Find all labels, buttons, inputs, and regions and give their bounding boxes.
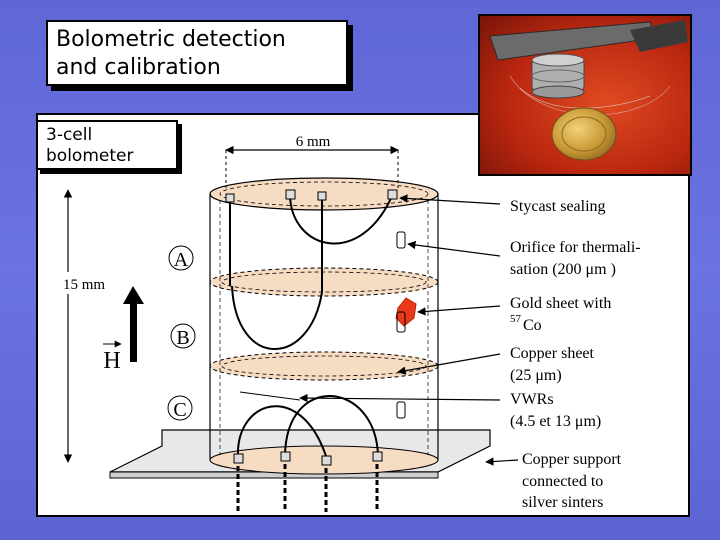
slide-title: Bolometric detection and calibration (46, 20, 348, 86)
panel-label-line-1: 3-cell (46, 125, 93, 145)
orifice-label-line-2: sation (200 μm ) (510, 261, 616, 278)
panel-label: 3-cell bolometer (36, 120, 178, 170)
annotation-leaders (299, 194, 519, 466)
gold-label-sup: 57 (510, 313, 522, 325)
support-label-line-3: silver sinters (522, 494, 603, 511)
panel-label-line-2: bolometer (46, 146, 134, 166)
title-line-1: Bolometric detection (56, 27, 286, 52)
cell-c-label: C (173, 399, 186, 421)
cylinder-walls (209, 194, 439, 460)
copper-sheet-label-line-2: (25 μm) (510, 367, 562, 384)
bottom-pins (233, 451, 383, 512)
height-dimension: 15 mm (52, 189, 114, 463)
orifice-label-line-1: Orifice for thermali- (510, 239, 641, 256)
field-label: H (103, 348, 120, 374)
stycast-label: Stycast sealing (510, 198, 606, 215)
vwr-wires (229, 195, 393, 457)
gold-label-line-2: Co (523, 317, 542, 334)
cell-c-marker: C (167, 395, 193, 421)
copper-sheet-label-line-1: Copper sheet (510, 345, 595, 362)
title-line-2: and calibration (56, 55, 221, 80)
height-label: 15 mm (63, 277, 105, 293)
cell-b-label: B (176, 327, 189, 349)
photo-coin (551, 107, 617, 161)
width-label: 6 mm (296, 134, 331, 150)
top-pins (225, 189, 398, 203)
support-label-line-1: Copper support (522, 451, 622, 468)
gold-label-line-1: Gold sheet with (510, 295, 611, 312)
cell-a-label: A (174, 249, 189, 271)
device-photo-illustration (480, 16, 690, 174)
gold-sheet-icon (395, 297, 417, 327)
cell-a-marker: A (168, 245, 194, 271)
support-label-line-2: connected to (522, 473, 603, 490)
vwrs-label-line-1: VWRs (510, 391, 554, 408)
magnetic-field-arrow: H (103, 286, 144, 374)
cell-b-marker: B (170, 323, 196, 349)
device-photo (478, 14, 692, 176)
vwrs-label-line-2: (4.5 et 13 μm) (510, 413, 601, 430)
width-dimension: 6 mm (225, 134, 399, 188)
orifice-icons (396, 231, 406, 419)
